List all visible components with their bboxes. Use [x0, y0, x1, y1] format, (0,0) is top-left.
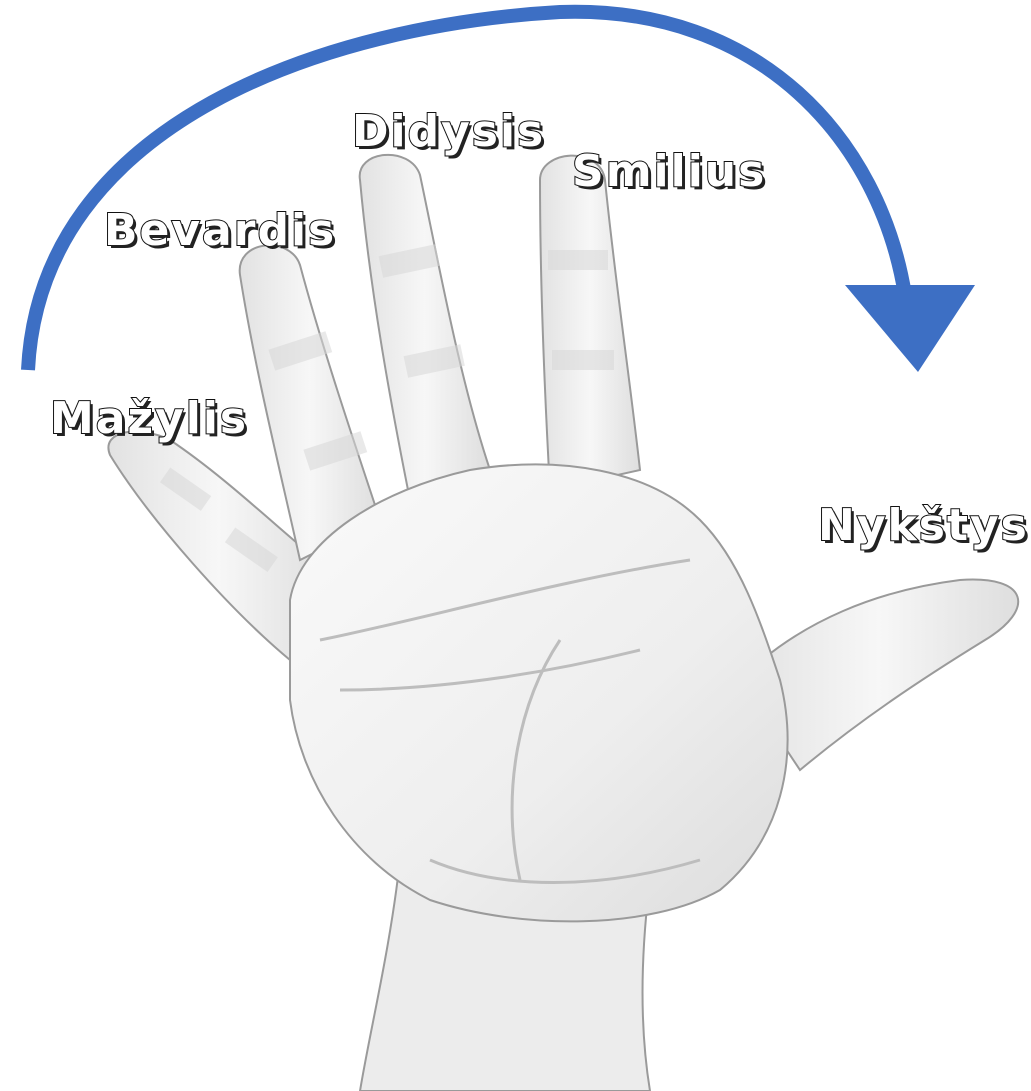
curved-arrow-icon	[28, 12, 975, 372]
label-middle-finger: Didysis	[352, 106, 545, 157]
label-index-finger: Smilius	[572, 146, 766, 197]
label-ring-finger: Bevardis	[104, 205, 336, 256]
label-thumb: Nykštys	[818, 500, 1029, 551]
label-pinky: Mažylis	[50, 393, 248, 444]
